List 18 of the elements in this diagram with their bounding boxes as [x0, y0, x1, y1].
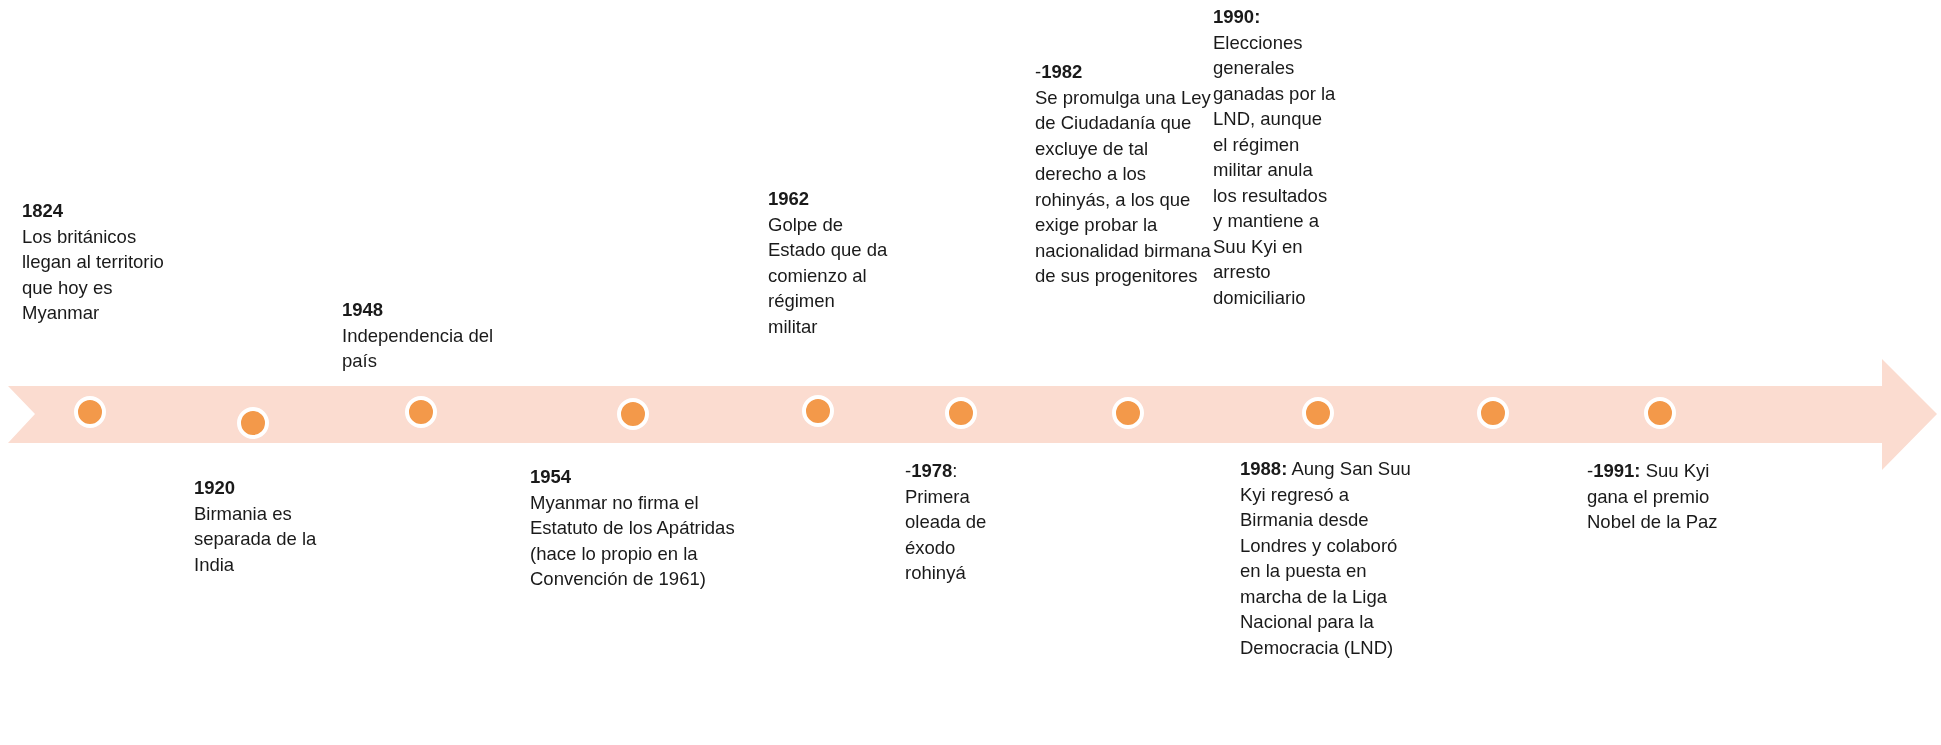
event-year: 1990:: [1213, 5, 1262, 29]
event-year: -1982: [1035, 60, 1084, 84]
event-year: 1954: [530, 465, 573, 489]
event-description: Golpe de Estado que da comienzo al régimen militar: [768, 212, 888, 339]
event-description: 1988: Aung San Suu Kyi regresó a Birmania desde Londres y colaboró en la puesta en marcha de la Liga Nacional para la Democracia (LND): [1240, 457, 1412, 660]
event-year: 1920: [194, 476, 237, 500]
event-year: 1962: [768, 187, 811, 211]
event-description: -1991: Suu Kyi gana el premio Nobel de la Paz: [1587, 459, 1719, 534]
event-description: Elecciones generales ganadas por la LND, aunque el régimen militar anula los resultados y mantiene a Suu Kyi en arresto domiciliario: [1213, 30, 1337, 310]
event-description: Primera oleada de éxodo rohinyá: [905, 484, 988, 585]
event-year: 1948: [342, 298, 385, 322]
event-description: Birmania es separada de la India: [194, 501, 318, 577]
event-description: Myanmar no firma el Estatuto de los Apátridas (hace lo propio en la Convención de 1961): [530, 490, 735, 591]
event-description: Independencia del país: [342, 323, 495, 373]
event-description: Los británicos llegan al territorio que hoy es Myanmar: [22, 224, 165, 325]
event-year: 1824: [22, 199, 65, 223]
event-year: -1978:: [905, 459, 959, 483]
event-description: Se promulga una Ley de Ciudadanía que excluye de tal derecho a los rohinyás, a los que exige probar la nacionalidad birmana de sus progenitores: [1035, 85, 1212, 288]
